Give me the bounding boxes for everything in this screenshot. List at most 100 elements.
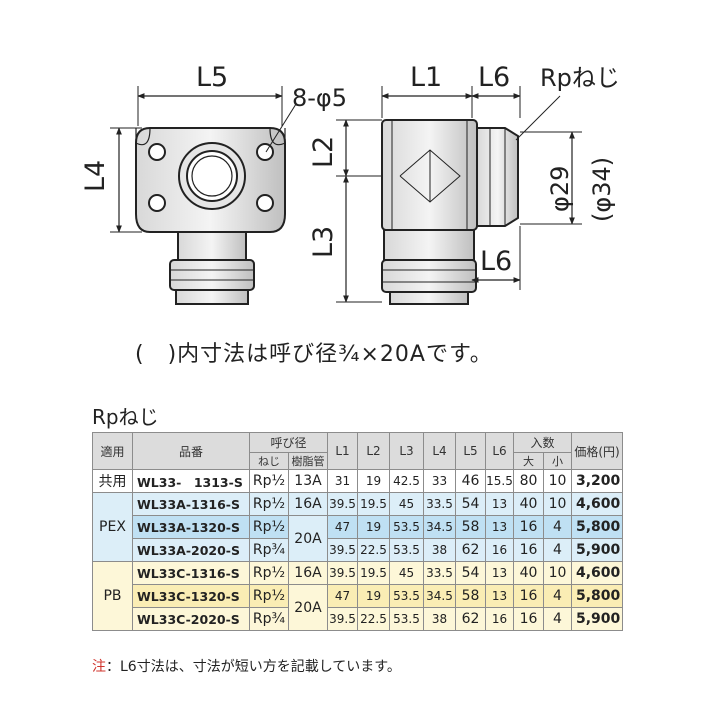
l6: 13: [485, 561, 514, 585]
l2: 19.5: [357, 492, 390, 516]
qty-small: 10: [543, 561, 572, 585]
l5: 58: [455, 515, 486, 539]
l5: 62: [455, 538, 486, 562]
l4: 34.5: [423, 515, 456, 539]
spec-table: 適用 品番 呼び径 L1 L2 L3 L4 L5 L6 入数 価格(円) ねじ …: [92, 432, 623, 631]
front-view: [110, 86, 297, 305]
table-row: WL33A-1320-S Rp½ 20A 47 19 53.5 34.5 58 …: [93, 515, 623, 562]
part-number: WL33A-2020-S: [132, 538, 250, 562]
footnote: 注：L6寸法は、寸法が短い方を記載しています。: [92, 656, 401, 676]
l1: 39.5: [327, 561, 358, 585]
header-nominal: 呼び径: [249, 432, 328, 453]
resin-pipe: 13A: [288, 469, 328, 493]
qty-large: 16: [513, 515, 544, 539]
l5: 58: [455, 584, 486, 608]
label-rp: Rpねじ: [540, 64, 620, 92]
header-qty: 入数: [513, 432, 572, 453]
label-l5: L5: [196, 62, 228, 93]
price: 5,900: [571, 538, 623, 562]
qty-large: 16: [513, 538, 544, 562]
thread: Rp¾: [249, 607, 289, 631]
qty-small: 10: [543, 469, 572, 493]
l1: 39.5: [327, 607, 358, 631]
header-thread: ねじ: [249, 452, 289, 470]
l1: 47: [327, 515, 358, 539]
part-number: WL33C-1320-S: [132, 584, 250, 608]
price: 5,800: [571, 515, 623, 539]
header-qty-large: 大: [513, 452, 544, 470]
price: 4,600: [571, 561, 623, 585]
thread: Rp½: [249, 515, 289, 539]
table-row: WL33C-2020-S Rp¾ 39.5 22.5 53.5 38 62 16…: [93, 607, 623, 631]
part-number: WL33C-1316-S: [132, 561, 250, 585]
label-hole: 8-φ5: [292, 84, 347, 112]
qty-large: 80: [513, 469, 544, 493]
header-resin-pipe: 樹脂管: [288, 452, 328, 470]
price: 3,200: [571, 469, 623, 493]
part-number: WL33- 1313-S: [132, 469, 250, 493]
qty-large: 40: [513, 492, 544, 516]
l3: 53.5: [389, 584, 424, 608]
header-l6: L6: [485, 432, 514, 470]
l4: 33.5: [423, 492, 456, 516]
price: 4,600: [571, 492, 623, 516]
l4: 33.5: [423, 561, 456, 585]
l1: 39.5: [327, 538, 358, 562]
l5: 54: [455, 492, 486, 516]
l1: 39.5: [327, 492, 358, 516]
technical-drawing: L5 8-φ5 L4 L1 L6 Rpねじ L2 L3 L6 φ29 (φ34): [80, 62, 620, 305]
table-row: 共用 WL33- 1313-S Rp½ 13A 31 19 42.5 33 46…: [92, 469, 623, 493]
label-l6-bottom: L6: [480, 246, 512, 277]
qty-small: 4: [543, 607, 572, 631]
group-pb: PB: [92, 561, 133, 631]
label-l1: L1: [410, 62, 442, 93]
l4: 38: [423, 607, 456, 631]
l2: 19: [357, 469, 390, 493]
header-l2: L2: [357, 432, 390, 470]
thread: Rp½: [249, 584, 289, 608]
qty-small: 10: [543, 492, 572, 516]
l6: 16: [485, 607, 514, 631]
l3: 45: [389, 492, 424, 516]
qty-large: 16: [513, 584, 544, 608]
l6: 13: [485, 492, 514, 516]
price: 5,800: [571, 584, 623, 608]
table-row: WL33C-1320-S Rp½ 20A 47 19 53.5 34.5 58 …: [93, 584, 623, 631]
qty-small: 4: [543, 538, 572, 562]
footnote-label: 注: [92, 659, 106, 675]
thread: Rp½: [249, 469, 289, 493]
qty-large: 16: [513, 607, 544, 631]
thread: Rp½: [249, 561, 289, 585]
l6: 16: [485, 538, 514, 562]
header-part-no: 品番: [132, 432, 250, 470]
l2: 22.5: [357, 607, 390, 631]
l2: 19: [357, 515, 390, 539]
thread: Rp¾: [249, 538, 289, 562]
l6: 13: [485, 515, 514, 539]
footnote-text: ：L6寸法は、寸法が短い方を記載しています。: [106, 659, 401, 675]
qty-small: 4: [543, 584, 572, 608]
header-application: 適用: [92, 432, 133, 470]
l3: 45: [389, 561, 424, 585]
price: 5,900: [571, 607, 623, 631]
header-l4: L4: [423, 432, 456, 470]
l4: 38: [423, 538, 456, 562]
resin-pipe-20a: 20A: [288, 515, 328, 562]
l5: 54: [455, 561, 486, 585]
l2: 19.5: [357, 561, 390, 585]
qty-small: 4: [543, 515, 572, 539]
label-l2: L2: [308, 136, 339, 168]
label-l6-top: L6: [478, 62, 510, 93]
label-l3: L3: [308, 226, 339, 258]
l6: 13: [485, 584, 514, 608]
group-common: 共用: [92, 469, 133, 493]
l5: 46: [455, 469, 486, 493]
label-l4: L4: [80, 160, 111, 192]
l3: 53.5: [389, 538, 424, 562]
table-title: Rpねじ: [92, 405, 159, 429]
resin-pipe: 16A: [288, 492, 328, 516]
dimension-caption: ( )内寸法は呼び径¾×20Aです。: [135, 342, 493, 367]
table-row: PEX WL33A-1316-S Rp½ 16A 39.5 19.5 45 33…: [92, 492, 623, 562]
l3: 53.5: [389, 607, 424, 631]
table-row: PB WL33C-1316-S Rp½ 16A 39.5 19.5 45 33.…: [92, 561, 623, 631]
